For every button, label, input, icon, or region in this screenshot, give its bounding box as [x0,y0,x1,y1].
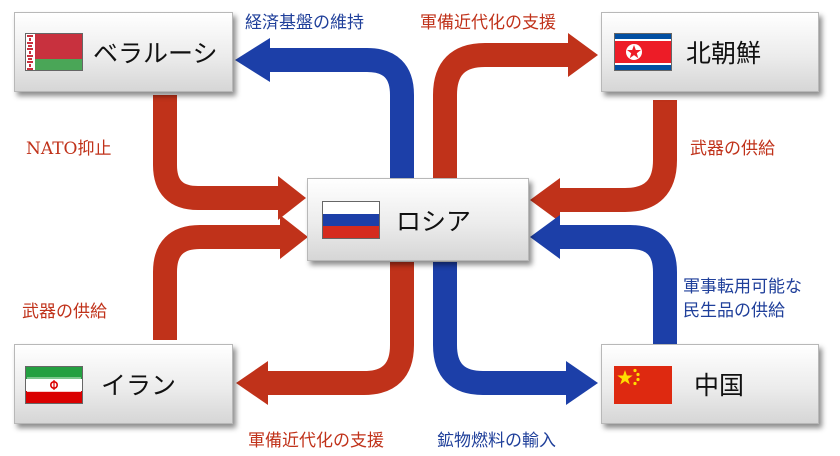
arrowhead-belarus [235,38,270,82]
belarus-name: ベラルーシ [93,39,218,68]
node-china: 中国 [601,344,819,424]
arrow-russia-to-belarus [270,48,414,186]
arrow-belarus-to-russia [153,95,280,210]
label-russia-to-iran: 軍備近代化の支援 [248,431,384,451]
arrow-russia-to-china [433,262,568,395]
arrowhead-north-korea [568,33,598,77]
arrowhead-iran [236,361,268,405]
label-russia-to-north-korea: 軍備近代化の支援 [420,13,556,33]
label-russia-to-belarus: 経済基盤の維持 [245,13,364,33]
arrowhead-china [566,361,598,405]
label-china-to-russia-line2: 民生品の供給 [683,301,785,321]
label-china-to-russia-line1: 軍事転用可能な [683,277,802,297]
label-iran-to-russia: 武器の供給 [22,302,107,322]
arrow-china-to-russia [558,225,677,345]
arrow-iran-to-russia [153,225,282,340]
belarus-flag [25,33,83,71]
node-north-korea: 北朝鮮 [601,12,819,92]
north-korea-name: 北朝鮮 [686,39,762,68]
node-russia: ロシア [307,178,529,261]
arrowhead-russia-right-bottom [530,215,560,259]
node-belarus: ベラルーシ [14,12,233,92]
iran-flag [25,366,83,404]
arrowhead-russia-left-bottom [280,215,308,259]
china-flag [614,366,672,404]
north-korea-flag [614,33,672,71]
label-belarus-to-russia: NATO抑止 [26,139,112,159]
label-north-korea-to-russia: 武器の供給 [690,139,775,159]
russia-name: ロシア [396,206,472,236]
label-russia-to-china: 鉱物燃料の輸入 [437,431,556,451]
russia-flag [322,201,380,239]
arrow-russia-to-north-korea [433,43,570,186]
arrowhead-russia-right-top [530,178,560,222]
iran-name: イラン [101,371,177,400]
arrow-north-korea-to-russia [558,100,677,212]
node-iran: イラン [14,344,233,424]
arrow-russia-to-iran [268,262,414,395]
arrowhead-russia-left-top [278,176,306,220]
china-name: 中国 [694,371,745,400]
